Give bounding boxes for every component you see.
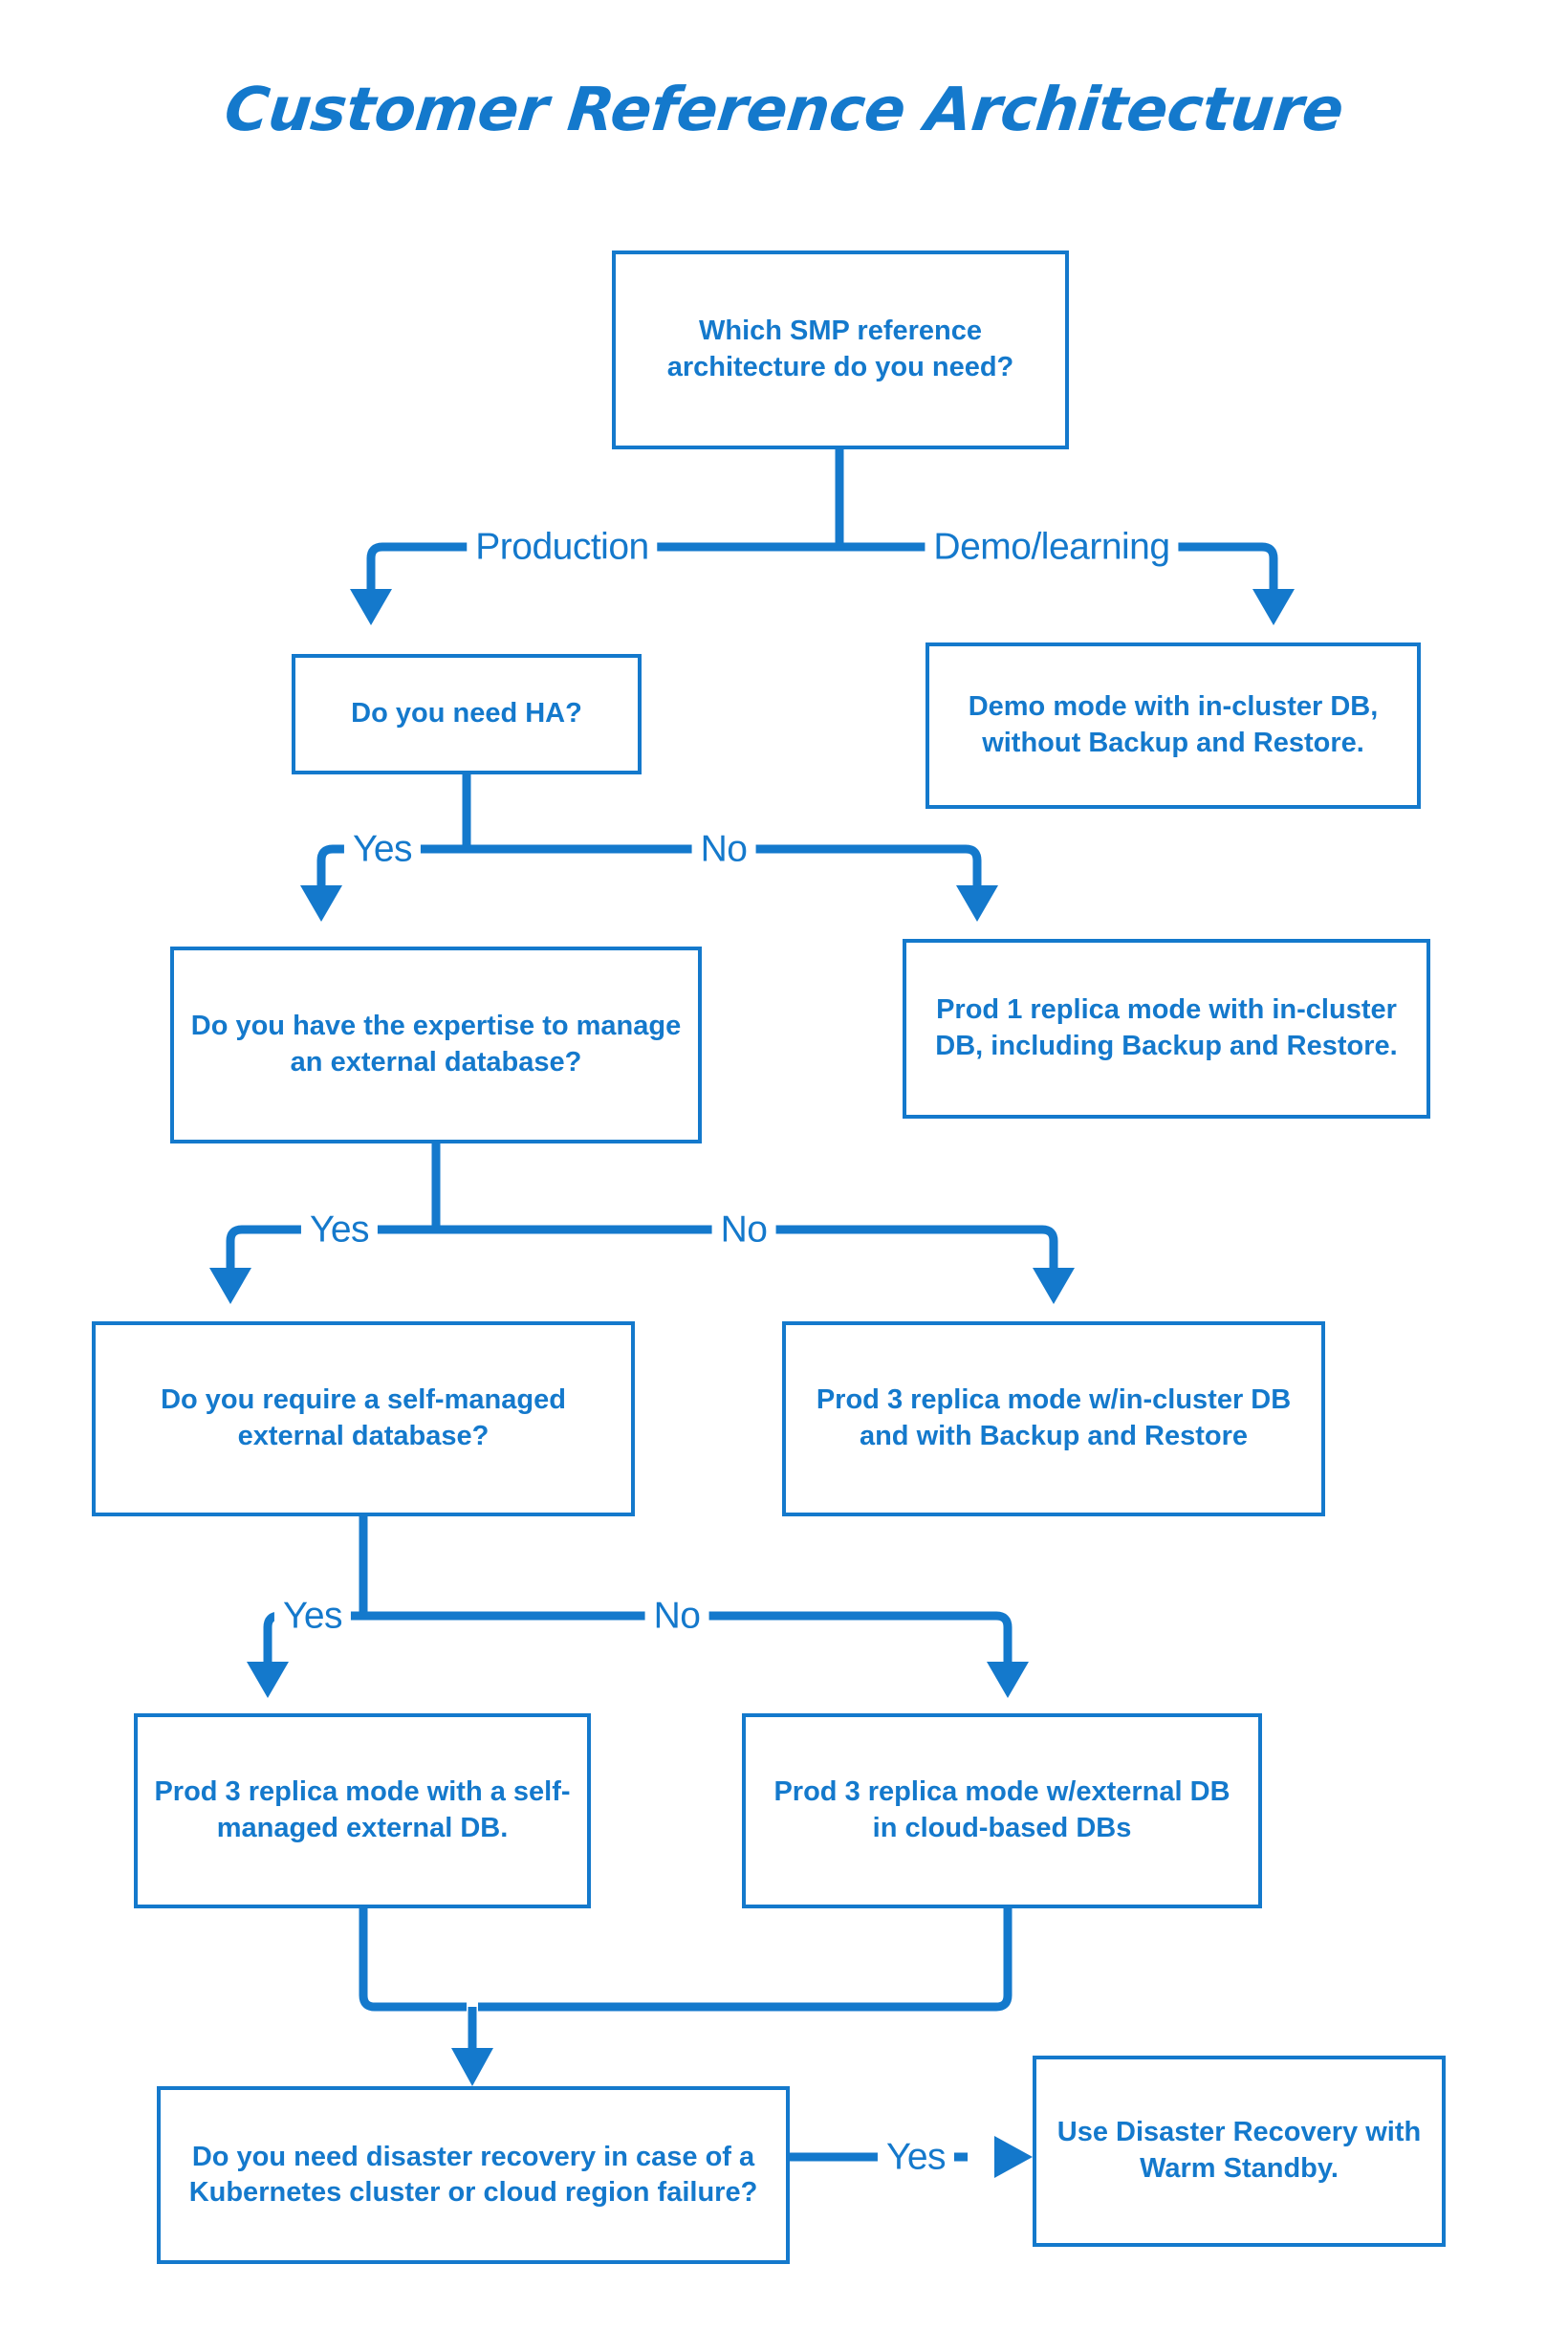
node-label: Demo mode with in-cluster DB, without Ba… <box>968 691 1379 758</box>
edge-label-ha-no: No <box>691 830 756 868</box>
arrowhead-to-prod1 <box>956 885 998 922</box>
node-prod3-self-managed-outcome[interactable]: Prod 3 replica mode with a self-managed … <box>134 1713 591 1908</box>
node-demo-mode-outcome[interactable]: Demo mode with in-cluster DB, without Ba… <box>926 642 1421 809</box>
edge-prod3cloud-merge <box>478 1908 1013 2012</box>
edge-ha-to-prod1 <box>467 844 982 889</box>
node-do-you-need-ha[interactable]: Do you need HA? <box>292 654 642 774</box>
node-label: Prod 3 replica mode with a self-managed … <box>154 1776 571 1843</box>
edge-label-selfmgd-yes: Yes <box>273 1597 352 1635</box>
edge-label-expertise-no: No <box>711 1210 776 1249</box>
arrowhead-to-dr <box>451 2048 493 2086</box>
edge-label-demo-learning: Demo/learning <box>925 528 1179 566</box>
edge-expertise-to-selfmgd <box>226 1225 436 1272</box>
node-expertise-external-database[interactable]: Do you have the expertise to manage an e… <box>170 947 702 1143</box>
edge-expertise-to-prod3in <box>436 1225 1058 1272</box>
node-label: Do you need disaster recovery in case of… <box>188 2142 758 2208</box>
edge-prod3self-merge <box>359 1908 467 2012</box>
node-label: Do you have the expertise to manage an e… <box>190 1011 682 1078</box>
node-label: Do you need HA? <box>351 698 582 729</box>
node-require-self-managed-database[interactable]: Do you require a self-managed external d… <box>92 1321 635 1516</box>
edge-label-expertise-yes: Yes <box>300 1210 379 1249</box>
arrowhead-to-expertise <box>300 885 342 922</box>
arrowhead-to-warm <box>994 2136 1033 2178</box>
arrowhead-to-selfmgd <box>209 1268 251 1304</box>
edge-ha-to-expertise <box>316 844 467 889</box>
edge-label-selfmgd-no: No <box>644 1597 709 1635</box>
node-need-disaster-recovery[interactable]: Do you need disaster recovery in case of… <box>157 2086 790 2264</box>
edge-label-ha-yes: Yes <box>343 830 422 868</box>
edge-label-dr-yes: Yes <box>877 2138 955 2176</box>
node-label: Which SMP reference architecture do you … <box>666 316 1014 382</box>
arrowhead-to-ha <box>350 589 392 625</box>
arrowhead-to-prod3in <box>1033 1268 1075 1304</box>
node-prod1-replica-outcome[interactable]: Prod 1 replica mode with in-cluster DB, … <box>903 939 1430 1119</box>
node-label: Prod 1 replica mode with in-cluster DB, … <box>935 994 1398 1061</box>
node-which-smp-reference-architecture[interactable]: Which SMP reference architecture do you … <box>612 250 1069 449</box>
node-label: Use Disaster Recovery with Warm Standby. <box>1056 2117 1422 2184</box>
edge-root-to-demo <box>839 542 1278 593</box>
arrowhead-to-prod3self <box>247 1662 289 1698</box>
node-warm-standby-outcome[interactable]: Use Disaster Recovery with Warm Standby. <box>1033 2056 1446 2247</box>
arrowhead-to-prod3cloud <box>987 1662 1029 1698</box>
node-label: Do you require a self-managed external d… <box>161 1384 566 1451</box>
node-label: Prod 3 replica mode w/in-cluster DB and … <box>816 1384 1292 1451</box>
node-label: Prod 3 replica mode w/external DB in clo… <box>773 1776 1230 1843</box>
edge-root-to-ha <box>366 542 839 593</box>
edge-label-production: Production <box>467 528 658 566</box>
edge-selfmgd-to-cloud <box>363 1611 1013 1666</box>
node-prod3-cloud-db-outcome[interactable]: Prod 3 replica mode w/external DB in clo… <box>742 1713 1262 1908</box>
arrowhead-to-demo <box>1252 589 1295 625</box>
node-prod3-in-cluster-outcome[interactable]: Prod 3 replica mode w/in-cluster DB and … <box>782 1321 1325 1516</box>
